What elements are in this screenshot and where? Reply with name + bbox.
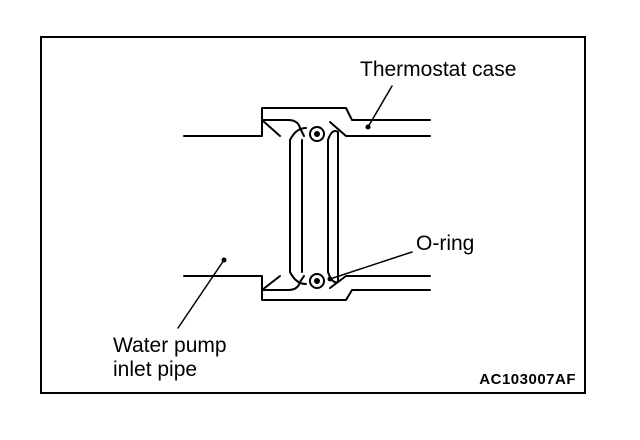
thermostat-case-leader bbox=[367, 85, 393, 128]
case-top-outer bbox=[261, 107, 431, 137]
spigot-bottom-lip bbox=[261, 275, 305, 291]
case-bottom-outer bbox=[261, 275, 431, 301]
water-pump-inlet-pipe bbox=[183, 135, 263, 277]
case-bottom-inner bbox=[329, 275, 431, 289]
spigot-bottom-right-curve bbox=[327, 271, 339, 284]
case-top-chamfer bbox=[261, 119, 281, 137]
thermostat-case-leader-dot bbox=[365, 124, 371, 130]
water-pump-leader-dot bbox=[221, 257, 227, 263]
o-ring-bottom-core bbox=[314, 278, 320, 284]
spigot-top-curve bbox=[289, 127, 307, 141]
o-ring-leader-dot bbox=[327, 276, 333, 282]
o-ring-leader bbox=[329, 251, 413, 280]
water-pump-inlet-pipe-label: Water pump inlet pipe bbox=[113, 334, 227, 382]
spigot-top-right-curve bbox=[327, 130, 339, 141]
water-pump-label-line2: inlet pipe bbox=[113, 358, 198, 381]
o-ring-bottom bbox=[309, 273, 325, 289]
o-ring-label: O-ring bbox=[416, 232, 475, 255]
water-pump-label-line1: Water pump bbox=[113, 334, 227, 357]
spigot-top-lip bbox=[261, 119, 305, 137]
thermostat-case bbox=[261, 107, 431, 301]
o-rings bbox=[309, 126, 325, 289]
figure-code: AC103007AF bbox=[479, 371, 576, 388]
figure-frame bbox=[40, 36, 586, 394]
leader-lines bbox=[177, 85, 413, 329]
o-ring-top bbox=[309, 126, 325, 142]
spigot-bottom-curve bbox=[289, 271, 307, 285]
pipe-spigot bbox=[261, 119, 339, 291]
o-ring-top-core bbox=[314, 131, 320, 137]
thermostat-case-label: Thermostat case bbox=[360, 58, 517, 81]
case-bottom-chamfer bbox=[261, 275, 281, 291]
case-top-inner bbox=[329, 121, 431, 137]
water-pump-leader bbox=[177, 259, 225, 329]
